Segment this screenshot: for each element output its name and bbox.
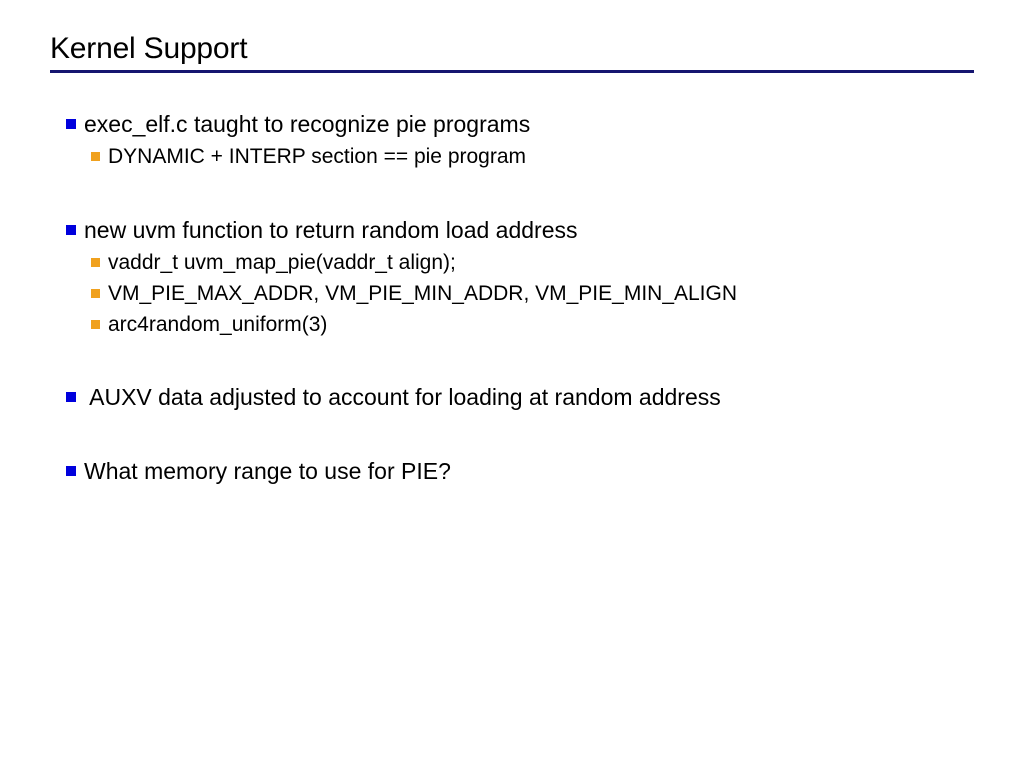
title-underline-rule xyxy=(50,70,974,73)
bullet-text: exec_elf.c taught to recognize pie progr… xyxy=(84,111,531,137)
bullet-item-level2: arc4random_uniform(3) xyxy=(0,309,1024,340)
square-bullet-blue-icon xyxy=(66,466,76,476)
bullet-text: DYNAMIC + INTERP section == pie program xyxy=(108,145,527,168)
bullet-group-spacer xyxy=(0,340,1024,381)
square-bullet-orange-icon xyxy=(91,152,100,161)
bullet-item-level2: DYNAMIC + INTERP section == pie program xyxy=(0,141,1024,172)
bullet-text: vaddr_t uvm_map_pie(vaddr_t align); xyxy=(108,251,456,274)
bullet-item-level1: exec_elf.c taught to recognize pie progr… xyxy=(0,108,1024,141)
bullet-item-level1: AUXV data adjusted to account for loadin… xyxy=(0,381,1024,414)
bullet-item-level1: What memory range to use for PIE? xyxy=(0,455,1024,488)
slide-title: Kernel Support xyxy=(50,32,248,65)
square-bullet-orange-icon xyxy=(91,320,100,329)
square-bullet-blue-icon xyxy=(66,392,76,402)
bullet-group-spacer xyxy=(0,172,1024,214)
bullet-group-spacer xyxy=(0,414,1024,455)
bullet-text: new uvm function to return random load a… xyxy=(84,217,578,243)
bullet-item-level2: VM_PIE_MAX_ADDR, VM_PIE_MIN_ADDR, VM_PIE… xyxy=(0,278,1024,309)
bullet-text: arc4random_uniform(3) xyxy=(108,313,328,336)
bullet-text: AUXV data adjusted to account for loadin… xyxy=(84,384,721,410)
square-bullet-orange-icon xyxy=(91,258,100,267)
square-bullet-orange-icon xyxy=(91,289,100,298)
bullet-item-level1: new uvm function to return random load a… xyxy=(0,214,1024,247)
slide-body-bullet-list: exec_elf.c taught to recognize pie progr… xyxy=(0,108,1024,488)
bullet-text: VM_PIE_MAX_ADDR, VM_PIE_MIN_ADDR, VM_PIE… xyxy=(108,282,738,305)
square-bullet-blue-icon xyxy=(66,225,76,235)
bullet-text: What memory range to use for PIE? xyxy=(84,458,451,484)
bullet-item-level2: vaddr_t uvm_map_pie(vaddr_t align); xyxy=(0,247,1024,278)
square-bullet-blue-icon xyxy=(66,119,76,129)
